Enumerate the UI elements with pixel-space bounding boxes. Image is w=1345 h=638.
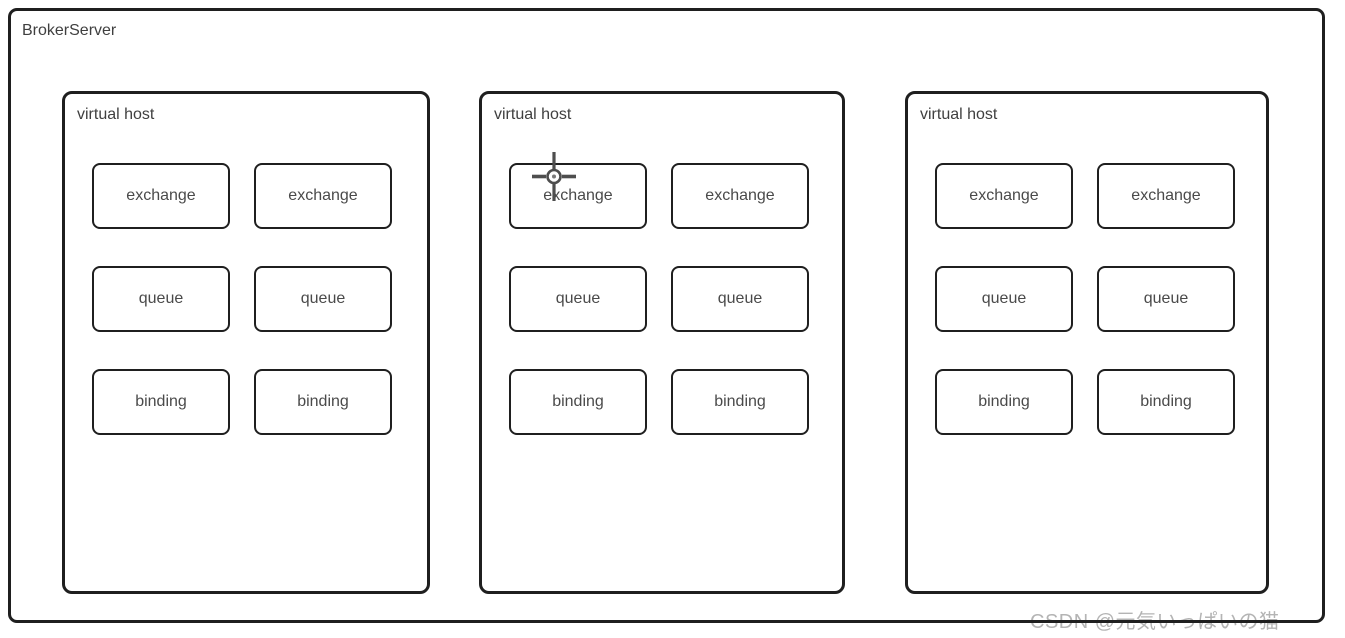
binding-node: binding bbox=[1097, 369, 1235, 435]
virtual-host-label: virtual host bbox=[77, 106, 155, 123]
binding-node: binding bbox=[671, 369, 809, 435]
virtual-host-box-1: virtual host exchange exchange queue que… bbox=[62, 91, 430, 594]
virtual-host-box-3: virtual host exchange exchange queue que… bbox=[905, 91, 1269, 594]
virtual-host-grid: exchange exchange queue queue binding bi… bbox=[92, 163, 392, 435]
virtual-host-label: virtual host bbox=[920, 106, 998, 123]
broker-server-title: BrokerServer bbox=[22, 22, 117, 39]
exchange-node: exchange bbox=[1097, 163, 1235, 229]
queue-node: queue bbox=[509, 266, 647, 332]
queue-node: queue bbox=[935, 266, 1073, 332]
virtual-host-grid: exchange exchange queue queue binding bi… bbox=[935, 163, 1235, 435]
queue-node: queue bbox=[254, 266, 392, 332]
exchange-node: exchange bbox=[254, 163, 392, 229]
binding-node: binding bbox=[92, 369, 230, 435]
queue-node: queue bbox=[92, 266, 230, 332]
broker-server-box: BrokerServer virtual host exchange excha… bbox=[8, 8, 1325, 623]
queue-node: queue bbox=[1097, 266, 1235, 332]
virtual-host-label: virtual host bbox=[494, 106, 572, 123]
exchange-node: exchange bbox=[509, 163, 647, 229]
exchange-node: exchange bbox=[92, 163, 230, 229]
binding-node: binding bbox=[509, 369, 647, 435]
binding-node: binding bbox=[935, 369, 1073, 435]
queue-node: queue bbox=[671, 266, 809, 332]
virtual-host-box-2: virtual host exchange exchange queue que… bbox=[479, 91, 845, 594]
binding-node: binding bbox=[254, 369, 392, 435]
virtual-host-grid: exchange exchange queue queue binding bi… bbox=[509, 163, 809, 435]
exchange-node: exchange bbox=[671, 163, 809, 229]
exchange-node: exchange bbox=[935, 163, 1073, 229]
